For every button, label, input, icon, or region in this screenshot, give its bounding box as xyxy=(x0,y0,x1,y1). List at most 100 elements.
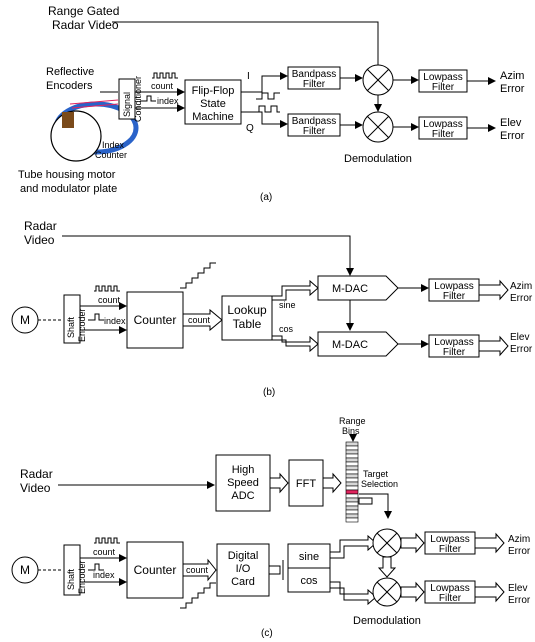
machine-label: Machine xyxy=(192,111,234,123)
target-label: Target xyxy=(363,469,389,479)
filter-label-a-i: Filter xyxy=(432,82,455,93)
counter-box-c xyxy=(126,541,184,599)
adc-to-fft-bus xyxy=(269,472,289,494)
selection-label: Selection xyxy=(361,479,398,489)
cos-label-b: cos xyxy=(279,324,294,334)
range-bins-stack xyxy=(345,441,359,523)
i-label: I xyxy=(247,71,250,82)
range-bin xyxy=(345,469,359,475)
range-gated-label: Range Gated xyxy=(48,4,119,18)
fft-to-bins-bus xyxy=(322,472,342,494)
encoders-label: Encoders xyxy=(46,80,93,92)
signal-label: Signal xyxy=(122,92,132,117)
io-to-table-bus xyxy=(268,565,281,575)
radar-label-c: Radar xyxy=(20,467,53,481)
count-label-b: count xyxy=(98,295,121,305)
counter-label-c: Counter xyxy=(134,563,177,577)
cos-box-c xyxy=(287,567,331,593)
mixer-icon-i xyxy=(362,64,394,96)
sine-label-b: sine xyxy=(279,300,296,310)
range-bin xyxy=(345,449,359,455)
video-label-c: Video xyxy=(20,481,51,495)
fft-label: FFT xyxy=(296,478,316,490)
shaft-label-c: Shaft xyxy=(66,568,76,590)
lowpass-label-b-top: Lowpass xyxy=(434,281,473,292)
elev-bus-b xyxy=(478,335,509,357)
filter-label-a-q: Filter xyxy=(432,129,455,140)
range-bin xyxy=(345,441,359,447)
range-bin xyxy=(345,505,359,511)
lowpass-label-a-q: Lowpass xyxy=(423,119,462,130)
lowpass-label-c-top: Lowpass xyxy=(430,534,469,545)
index-label-c: index xyxy=(93,570,115,580)
azim-bus-c xyxy=(474,532,505,554)
index-label-a: index xyxy=(157,96,179,106)
mixer-icon-q xyxy=(362,111,394,143)
radar-label-b: Radar xyxy=(24,219,57,233)
count-waveform-b xyxy=(94,285,120,292)
index-waveform xyxy=(140,95,156,102)
demodulation-label-c: Demodulation xyxy=(353,615,421,627)
sine-bus-c xyxy=(329,534,377,559)
motor-label-c: M xyxy=(20,563,30,577)
mdac-top xyxy=(317,275,399,301)
index-waveform-c xyxy=(88,563,104,571)
tube-housing-icon xyxy=(50,99,139,162)
range-bin xyxy=(345,481,359,487)
azim-label-b: Azim xyxy=(510,281,532,292)
modulator-plate-label: and modulator plate xyxy=(20,183,117,195)
target-selection-arrow xyxy=(359,493,392,519)
count-bus-label-b: count xyxy=(188,315,211,325)
radar-video-label: Radar Video xyxy=(52,18,119,32)
signal-conditioner-box xyxy=(118,78,136,120)
bandpass-label-i: Bandpass xyxy=(292,69,336,80)
motor-label-b: M xyxy=(20,313,30,327)
filter-label-b-bottom: Filter xyxy=(443,347,466,358)
video-label-b: Video xyxy=(24,233,55,247)
counter-label-b: Counter xyxy=(134,313,177,327)
caption-a: (a) xyxy=(260,192,272,203)
shaft-encoder-box-b xyxy=(63,294,81,344)
azim-error-b: Error xyxy=(510,293,533,304)
range-bin xyxy=(345,445,359,451)
q-label: Q xyxy=(246,123,254,134)
range-bin xyxy=(345,453,359,459)
adc-label-3: ADC xyxy=(231,490,254,502)
cos-bus-c xyxy=(329,581,377,606)
mdac-bottom xyxy=(317,331,399,357)
adc-label-1: High xyxy=(232,464,255,476)
conditioner-label: Conditioner xyxy=(133,76,143,122)
shaft-encoder-box-c xyxy=(63,544,81,596)
encoder-label-c: Encoder xyxy=(77,560,87,594)
encoder-label-b: Encoder xyxy=(77,308,87,342)
caption-c: (c) xyxy=(261,628,273,639)
index-waveform-b xyxy=(88,313,104,321)
azim-label-c: Azim xyxy=(508,534,530,545)
azim-error-c: Error xyxy=(508,546,531,557)
range-bin xyxy=(345,497,359,503)
staircase-icon-c xyxy=(180,582,216,609)
flip-flop-label: Flip-Flop xyxy=(192,85,235,97)
mixer-to-lp-bus-top xyxy=(400,532,425,554)
q-waveform xyxy=(256,105,280,113)
elev-error-a: Error xyxy=(500,130,525,142)
panel-b: Radar Video M Shaft Encoder count index … xyxy=(11,219,533,398)
shaft-label-b: Shaft xyxy=(66,316,76,338)
elev-label-b: Elev xyxy=(510,332,529,343)
lowpass-label-c-bottom: Lowpass xyxy=(430,583,469,594)
elev-error-c: Error xyxy=(508,595,531,606)
caption-b: (b) xyxy=(263,387,275,398)
staircase-icon-b xyxy=(180,262,216,289)
range-bin xyxy=(345,517,359,523)
i-waveform xyxy=(256,92,280,100)
mixer-link-bus-c xyxy=(377,556,397,578)
sine-bus-b xyxy=(271,279,319,301)
bandpass-label-q: Bandpass xyxy=(292,116,336,127)
count-waveform-c xyxy=(94,537,120,544)
target-bus-stub xyxy=(358,497,373,505)
digital-io-box xyxy=(216,543,270,597)
tube-housing-label: Tube housing motor xyxy=(18,169,116,181)
panel-c: Range Bins Radar Video High Speed ADC FF… xyxy=(11,416,531,639)
io-label: I/O xyxy=(236,563,251,575)
